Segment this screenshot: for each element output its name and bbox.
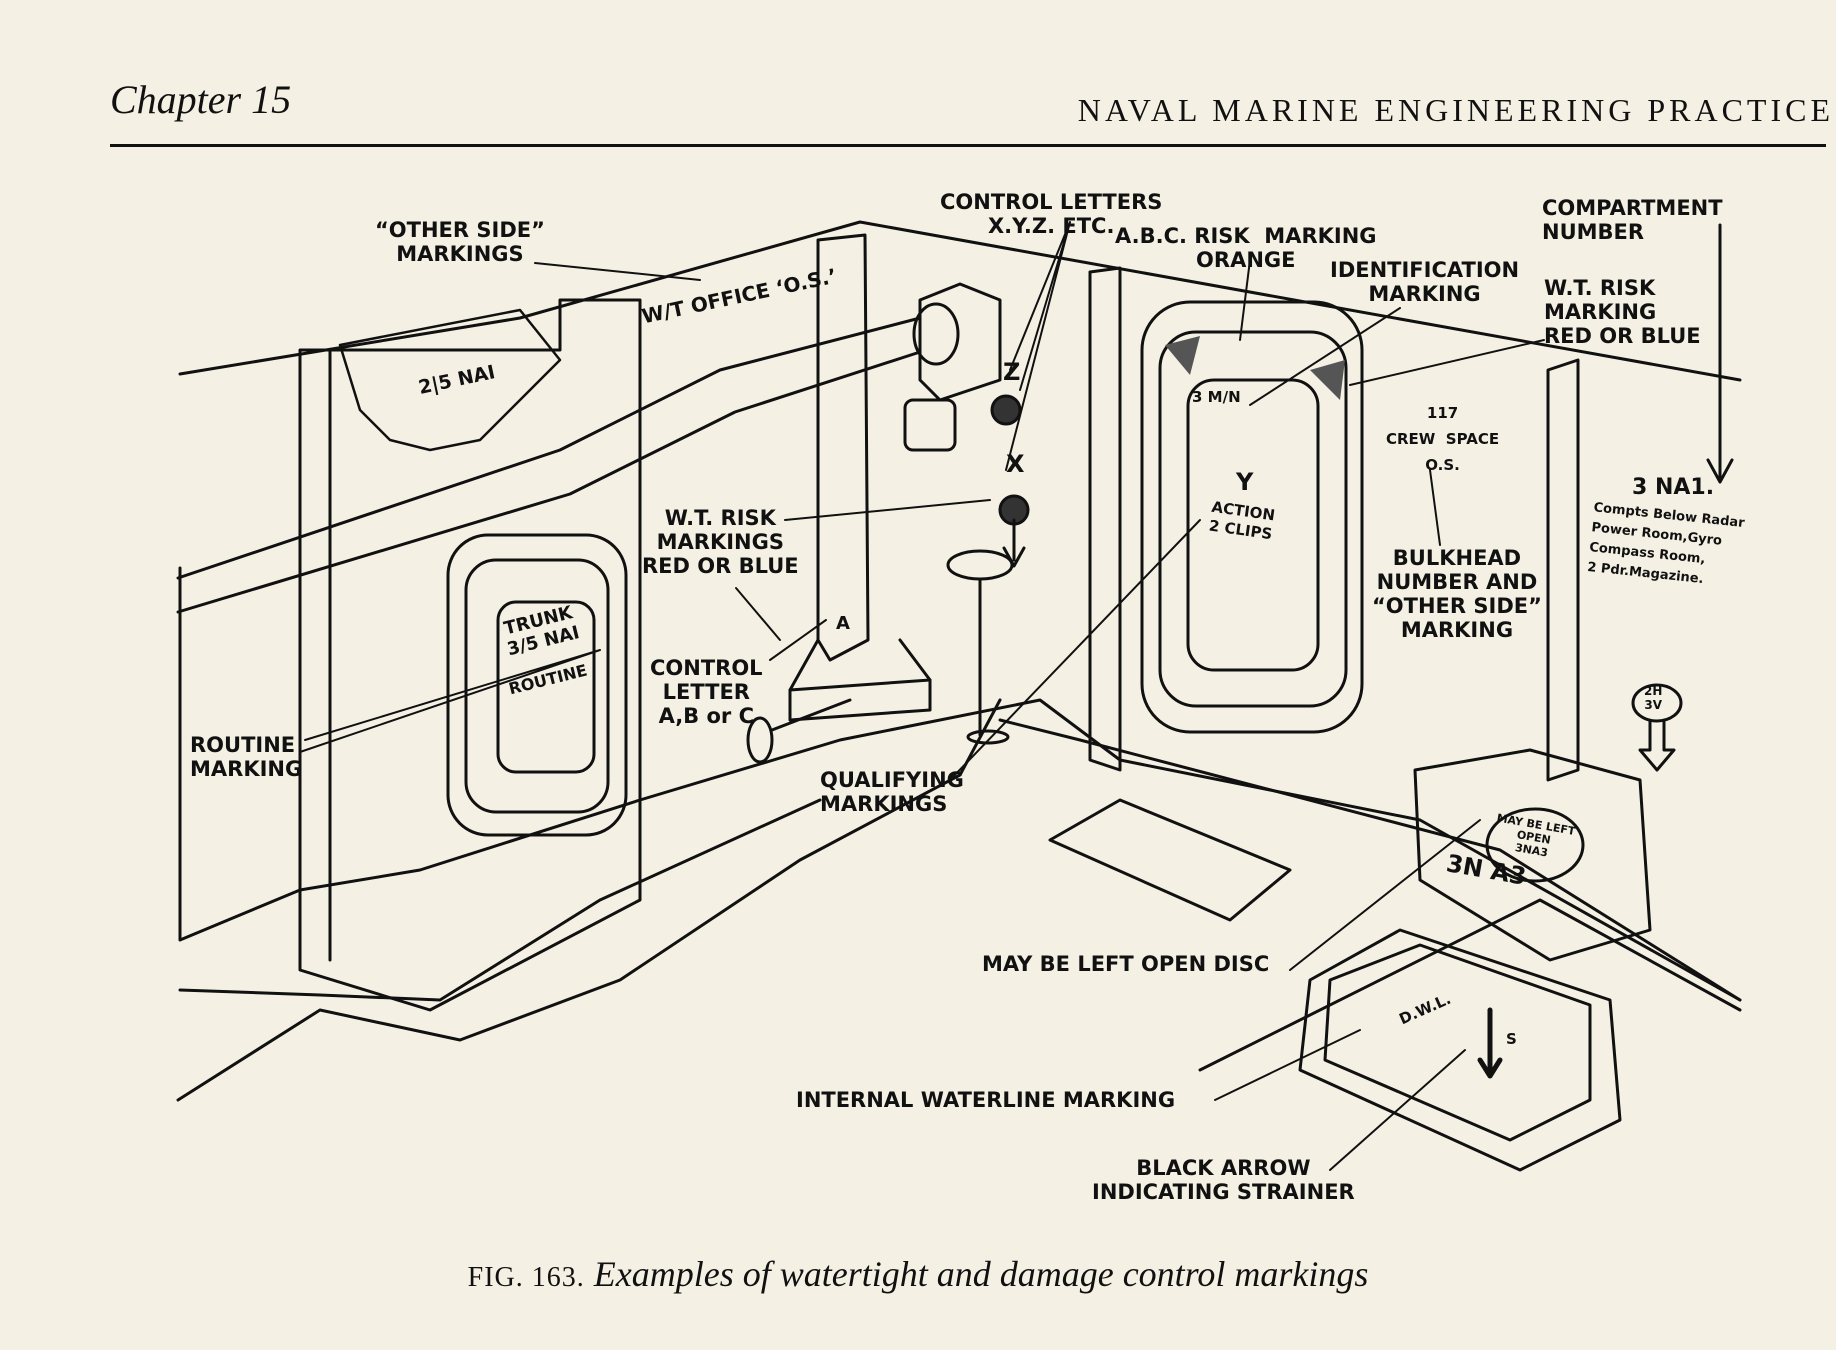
label-qualifying-markings: QUALIFYING MARKINGS — [820, 768, 964, 816]
label-control-letters: CONTROL LETTERS X.Y.Z. ETC. — [940, 190, 1163, 238]
label-compartment-code: 3 NA1. — [1632, 475, 1715, 500]
badge-2h3v: 2H 3V — [1644, 684, 1663, 712]
letter-a: A — [836, 613, 850, 634]
chapter-heading: Chapter 15 — [110, 77, 292, 122]
letter-y: Y — [1236, 468, 1254, 496]
letter-z: Z — [1003, 358, 1021, 386]
letter-x: X — [1006, 450, 1025, 478]
label-crew-space: 117 CREW SPACE O.S. — [1386, 404, 1500, 474]
label-abc-risk-marking: A.B.C. RISK MARKING ORANGE — [1115, 224, 1377, 272]
figure-number: FIG. 163. — [467, 1262, 585, 1293]
label-compartment-number: COMPARTMENT NUMBER — [1542, 196, 1723, 244]
label-3mn: 3 M/N — [1192, 388, 1241, 406]
label-wt-risk-center: W.T. RISK MARKINGS RED OR BLUE — [642, 506, 799, 578]
figure-caption: FIG. 163. Examples of watertight and dam… — [0, 1253, 1836, 1295]
label-internal-waterline: INTERNAL WATERLINE MARKING — [796, 1088, 1176, 1112]
figure-caption-text: Examples of watertight and damage contro… — [593, 1254, 1369, 1294]
label-compartment-desc: Compts Below Radar Power Room,Gyro Compa… — [1586, 500, 1746, 588]
label-strainer-s: S — [1506, 1030, 1517, 1048]
label-routine-marking: ROUTINE MARKING — [190, 733, 303, 781]
label-identification-marking: IDENTIFICATION MARKING — [1330, 258, 1520, 306]
label-control-letter-abc: CONTROL LETTER A,B or C — [650, 656, 763, 728]
label-black-arrow: BLACK ARROW INDICATING STRAINER — [1092, 1156, 1355, 1204]
header-rule — [110, 144, 1826, 147]
label-may-be-left-open-disc: MAY BE LEFT OPEN DISC — [982, 952, 1270, 976]
label-other-side-markings: “OTHER SIDE” MARKINGS — [375, 218, 545, 266]
book-title: NAVAL MARINE ENGINEERING PRACTICE — [1077, 92, 1834, 128]
label-bulkhead-number: BULKHEAD NUMBER AND “OTHER SIDE” MARKING — [1372, 546, 1542, 642]
label-wt-risk-right: W.T. RISK MARKING RED OR BLUE — [1544, 276, 1701, 348]
